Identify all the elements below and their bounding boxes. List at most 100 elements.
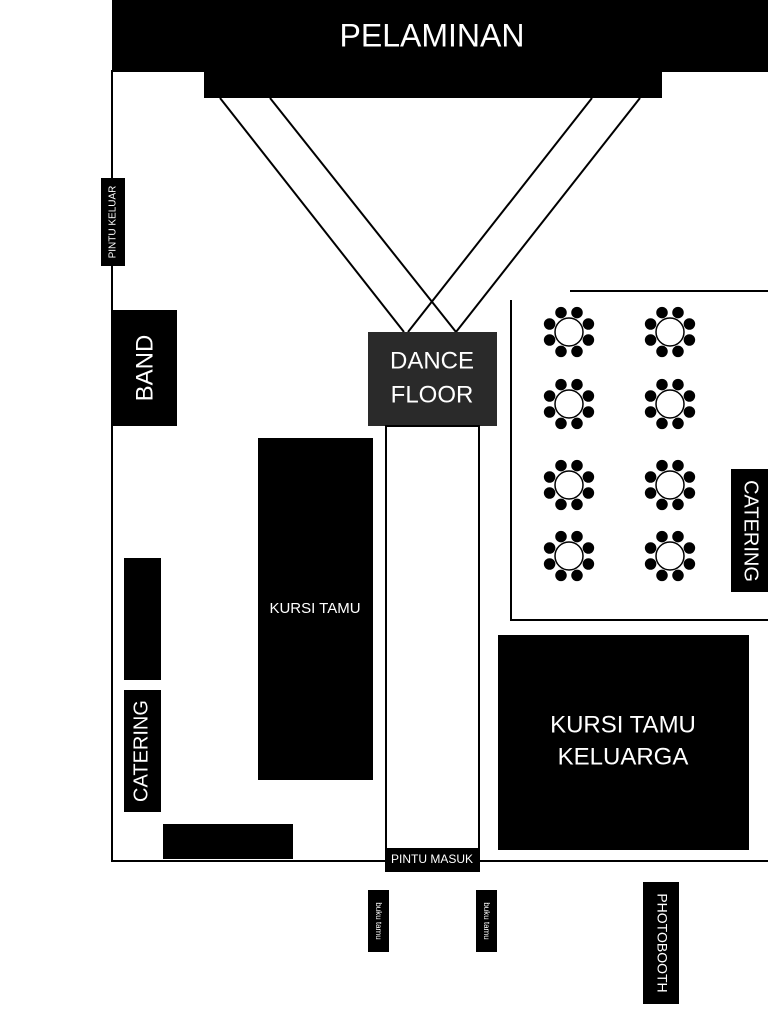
catering-left-table	[124, 558, 161, 680]
chair	[569, 416, 585, 431]
chair	[654, 344, 670, 359]
chair	[643, 556, 658, 572]
chair	[542, 388, 557, 404]
round-table	[643, 458, 697, 512]
chair	[654, 529, 670, 544]
catering-right-label: CATERING	[740, 480, 762, 582]
buku-tamu-right-label: buku tamu	[482, 902, 491, 939]
chair	[682, 332, 697, 348]
round-table	[643, 377, 697, 431]
round-table	[542, 305, 596, 359]
round-table	[542, 529, 596, 583]
band-label: BAND	[131, 335, 158, 402]
dance-floor	[368, 332, 497, 426]
chair	[542, 540, 557, 556]
catering-left-label: CATERING	[130, 700, 152, 802]
kursi-keluarga-label-line1: KURSI TAMU	[550, 711, 696, 738]
chair	[569, 497, 585, 512]
chair	[682, 388, 697, 404]
chair	[670, 497, 686, 512]
pelaminan-front	[204, 70, 662, 98]
chair	[569, 377, 585, 392]
pelaminan-stage	[112, 0, 768, 72]
kursi-tamu-block	[258, 438, 373, 780]
chair	[682, 469, 697, 485]
chair	[670, 377, 686, 392]
photobooth-label: PHOTOBOOTH	[654, 893, 670, 992]
chair	[654, 568, 670, 583]
chair	[553, 344, 569, 359]
chair	[581, 316, 596, 332]
aisle-line-right-inner	[407, 97, 593, 333]
chair	[581, 404, 596, 420]
round-table	[542, 458, 596, 512]
chair	[682, 540, 697, 556]
photobooth	[643, 882, 679, 1004]
chair	[682, 404, 697, 420]
chair	[682, 556, 697, 572]
chair	[643, 404, 658, 420]
round-table	[542, 377, 596, 431]
chair	[553, 529, 569, 544]
chair	[542, 485, 557, 501]
chair	[670, 305, 686, 320]
chair	[569, 568, 585, 583]
kursi-tamu-keluarga-block	[498, 635, 749, 850]
pintu-keluar-label: PINTU KELUAR	[108, 186, 119, 259]
table-top	[655, 470, 685, 500]
aisle-line-left-outer	[219, 97, 405, 333]
chair	[569, 305, 585, 320]
chair	[654, 377, 670, 392]
table-top	[554, 389, 584, 419]
chair	[654, 497, 670, 512]
chair	[643, 332, 658, 348]
chair	[542, 556, 557, 572]
chair	[553, 416, 569, 431]
chair	[569, 458, 585, 473]
pintu-masuk-door	[385, 848, 480, 872]
chair	[553, 305, 569, 320]
dance-floor-label-line2: FLOOR	[391, 381, 474, 408]
chair	[682, 316, 697, 332]
kursi-tamu-label: KURSI TAMU	[269, 600, 360, 617]
table-top	[655, 317, 685, 347]
chair	[643, 469, 658, 485]
chair	[670, 568, 686, 583]
chair	[542, 316, 557, 332]
chair	[643, 540, 658, 556]
chair	[581, 540, 596, 556]
table-top	[554, 317, 584, 347]
bottom-left-table	[163, 824, 293, 859]
chair	[542, 332, 557, 348]
round-table	[643, 529, 697, 583]
chair	[654, 458, 670, 473]
chair	[542, 469, 557, 485]
buku-tamu-right	[476, 890, 497, 952]
chair	[682, 485, 697, 501]
pintu-keluar-door	[101, 178, 125, 266]
pintu-masuk-label: PINTU MASUK	[391, 852, 473, 866]
dance-floor-label-line1: DANCE	[390, 347, 474, 374]
pelaminan-label: PELAMINAN	[340, 17, 525, 53]
round-table	[643, 305, 697, 359]
chair	[569, 344, 585, 359]
kursi-keluarga-label-line2: KELUARGA	[558, 743, 689, 770]
chair	[581, 388, 596, 404]
chair	[581, 469, 596, 485]
catering-left	[124, 690, 161, 812]
table-top	[655, 389, 685, 419]
chair	[643, 485, 658, 501]
chair	[654, 416, 670, 431]
chair	[569, 529, 585, 544]
chair	[553, 458, 569, 473]
chair	[581, 485, 596, 501]
table-top	[554, 470, 584, 500]
catering-right	[731, 469, 768, 592]
table-top	[554, 541, 584, 571]
chair	[643, 388, 658, 404]
aisle-line-left-inner	[269, 97, 457, 333]
buku-tamu-left	[368, 890, 389, 952]
chair	[643, 316, 658, 332]
table-top	[655, 541, 685, 571]
